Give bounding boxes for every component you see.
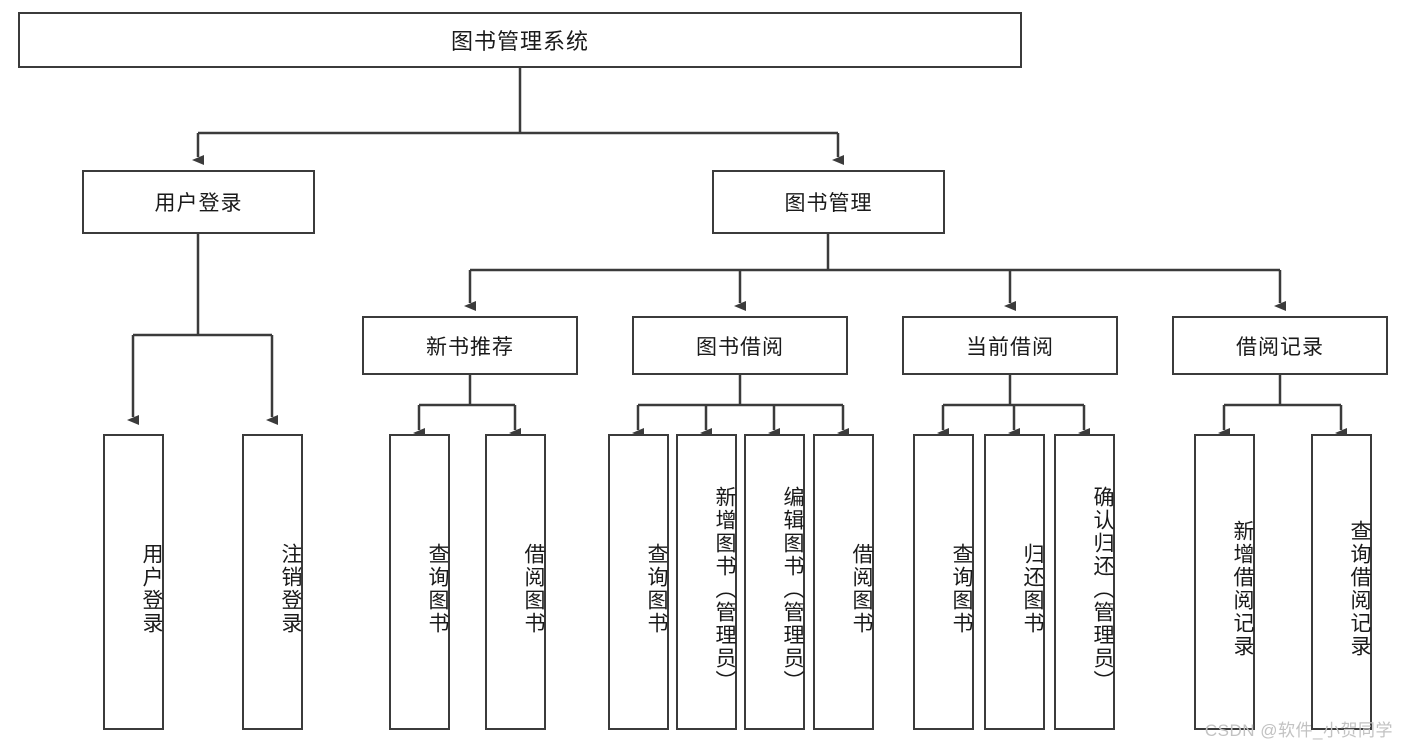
leaf-user-login-logout[interactable]: 注销登录: [242, 434, 303, 730]
node-book-borrow[interactable]: 图书借阅: [632, 316, 848, 375]
node-label: 新增图书（管理员）: [713, 485, 736, 693]
leaf-borrow-edit-book-admin[interactable]: 编辑图书（管理员）: [744, 434, 805, 730]
node-label: 借阅记录: [1236, 335, 1324, 359]
leaf-borrow-add-book-admin[interactable]: 新增图书（管理员）: [676, 434, 737, 730]
node-root-system[interactable]: 图书管理系统: [18, 12, 1022, 68]
node-label: 用户登录: [154, 192, 243, 215]
leaf-record-add-record[interactable]: 新增借阅记录: [1194, 434, 1255, 730]
watermark: CSDN @软件_小贺同学: [1204, 721, 1393, 740]
leaf-borrow-borrow-book[interactable]: 借阅图书: [813, 434, 874, 730]
node-new-book-recommend[interactable]: 新书推荐: [362, 316, 578, 375]
node-label: 当前借阅: [966, 335, 1054, 359]
leaf-recommend-query-book[interactable]: 查询图书: [389, 434, 450, 730]
node-label: 图书借阅: [696, 335, 784, 359]
node-borrow-record[interactable]: 借阅记录: [1172, 316, 1388, 375]
node-label: 新增借阅记录: [1231, 520, 1254, 658]
leaf-borrow-query-book[interactable]: 查询图书: [608, 434, 669, 730]
node-label: 注销登录: [279, 543, 302, 635]
node-user-login[interactable]: 用户登录: [82, 170, 315, 234]
node-label: 新书推荐: [426, 335, 514, 359]
node-label: 用户登录: [140, 543, 163, 635]
node-label: 归还图书: [1021, 543, 1044, 635]
node-label: 查询借阅记录: [1348, 520, 1371, 658]
node-label: 查询图书: [950, 543, 973, 635]
node-current-borrow[interactable]: 当前借阅: [902, 316, 1118, 375]
node-label: 编辑图书（管理员）: [781, 485, 804, 693]
node-book-management[interactable]: 图书管理: [712, 170, 945, 234]
node-label: 查询图书: [426, 543, 449, 635]
leaf-user-login-login[interactable]: 用户登录: [103, 434, 164, 730]
leaf-current-return-book[interactable]: 归还图书: [984, 434, 1045, 730]
node-label: 查询图书: [645, 543, 668, 635]
leaf-record-query-record[interactable]: 查询借阅记录: [1311, 434, 1372, 730]
node-label: 借阅图书: [522, 543, 545, 635]
leaf-recommend-borrow-book[interactable]: 借阅图书: [485, 434, 546, 730]
leaf-current-confirm-return-admin[interactable]: 确认归还（管理员）: [1054, 434, 1115, 730]
node-label: 借阅图书: [850, 543, 873, 635]
node-label: 图书管理系统: [450, 29, 589, 54]
leaf-current-query-book[interactable]: 查询图书: [913, 434, 974, 730]
node-label: 确认归还（管理员）: [1091, 485, 1114, 693]
node-label: 图书管理: [784, 192, 873, 215]
